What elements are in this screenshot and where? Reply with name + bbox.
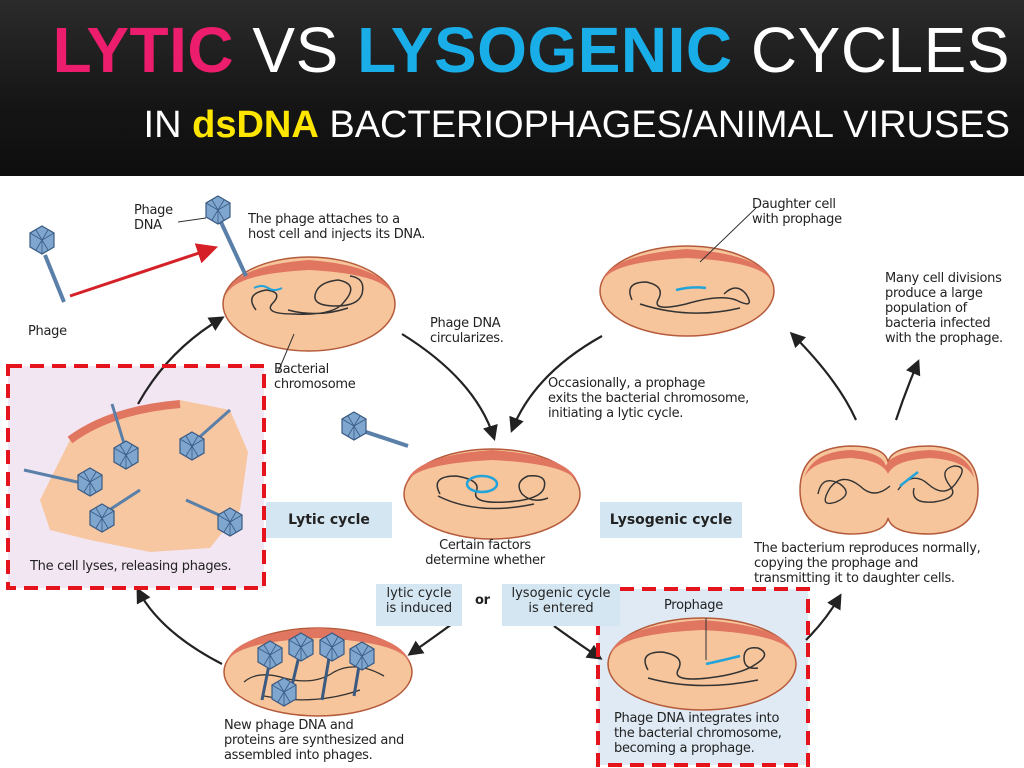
main-title: LYTIC VS LYSOGENIC CYCLES — [53, 14, 1010, 86]
pointer-phage-dna — [177, 217, 207, 223]
title-lytic: LYTIC — [52, 14, 235, 86]
lysed-cell — [23, 400, 248, 552]
attaching-phage — [205, 195, 248, 277]
infected-cell — [222, 256, 396, 352]
subtitle-dsdna: dsDNA — [192, 104, 319, 146]
center-cell — [403, 448, 581, 540]
title-vs: VS — [234, 14, 358, 86]
arrow-lysis-to-infect — [137, 316, 225, 405]
arrow-to-center — [401, 333, 498, 441]
released-phage — [341, 411, 409, 448]
title-lysogenic: LYSOGENIC — [357, 14, 733, 86]
pointer-chromosome — [277, 333, 295, 373]
prophage-highlight-box — [596, 587, 810, 767]
subtitle-rest: BACTERIOPHAGES/ANIMAL VIRUSES — [318, 104, 1010, 146]
arrow-dividing-to-daughter — [789, 331, 858, 421]
lysis-highlight-box — [6, 364, 266, 590]
free-phage — [29, 225, 66, 303]
pointer-daughter — [699, 207, 757, 263]
daughter-cell — [599, 245, 775, 337]
arrow-to-assembly — [407, 623, 453, 656]
arrow-many-divisions — [894, 359, 921, 421]
subtitle-in: IN — [143, 104, 193, 146]
prophage-cell — [607, 617, 797, 711]
title-cycles: CYCLES — [732, 14, 1010, 86]
cycle-diagram — [6, 195, 979, 767]
title-banner: LYTIC VS LYSOGENIC CYCLES IN dsDNA BACTE… — [0, 0, 1024, 176]
subtitle: IN dsDNA BACTERIOPHAGES/ANIMAL VIRUSES — [144, 102, 1010, 148]
arrow-to-prophage — [553, 625, 603, 660]
arrow-daughter-to-center — [509, 335, 603, 433]
assembly-cell — [223, 627, 413, 717]
attach-arrow — [69, 243, 218, 298]
arrow-assembly-to-lysis — [136, 587, 223, 665]
dividing-cell — [799, 445, 979, 535]
arrow-prophage-to-dividing — [805, 593, 842, 641]
